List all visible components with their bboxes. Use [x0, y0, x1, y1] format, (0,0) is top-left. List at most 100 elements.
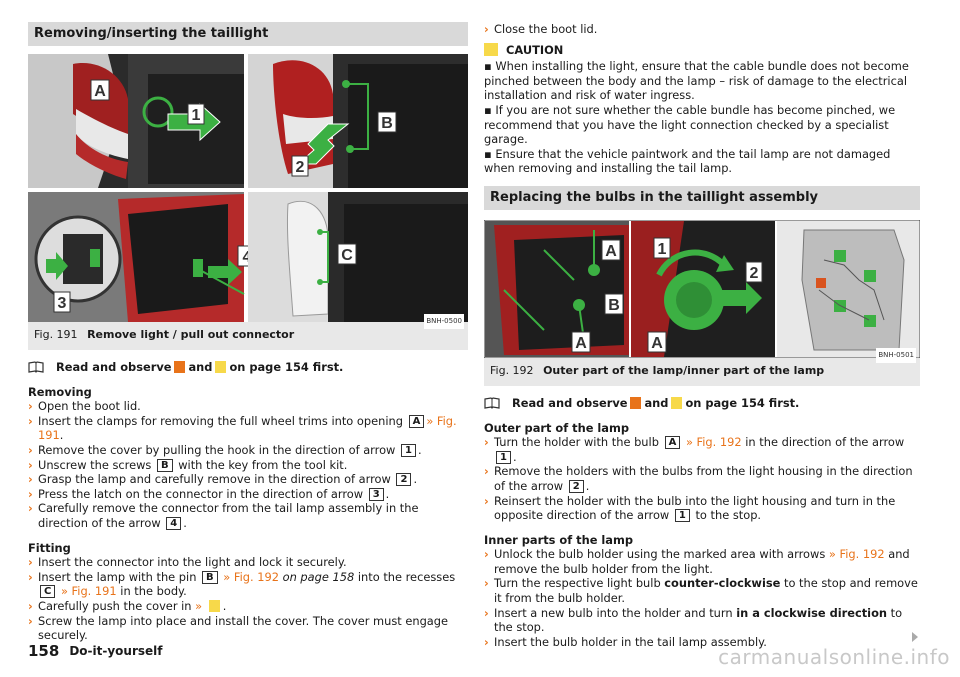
figure-191-illustration: A 1 B 2 — [28, 54, 468, 322]
svg-text:B: B — [381, 115, 393, 132]
caution-list: ▪ When installing the light, ensure that… — [484, 59, 920, 176]
read-and-observe-left: Read and observe and on page 154 first. — [28, 360, 468, 375]
label-4: 4 — [166, 516, 182, 530]
removing-steps: ›Open the boot lid. ›Insert the clamps f… — [28, 399, 468, 530]
panel-outer-lamp: A B A — [485, 220, 629, 357]
read-observe-page: on page 154 first. — [229, 360, 344, 374]
svg-text:A: A — [605, 243, 617, 260]
fig-link[interactable]: » Fig. 192 — [223, 569, 279, 584]
figure-192-code: BNH-0501 — [876, 347, 916, 363]
label-C: C — [40, 585, 56, 599]
chapter-title: Do-it-yourself — [69, 644, 163, 658]
fig-link[interactable]: » Fig. 191 — [38, 413, 457, 443]
label-1: 1 — [496, 450, 511, 464]
list-item: ›Open the boot lid. — [28, 399, 141, 414]
label-A: A — [408, 414, 425, 428]
page-ref: on page 158 — [282, 569, 355, 584]
svg-text:4: 4 — [243, 249, 252, 266]
caution-heading: CAUTION — [484, 43, 920, 58]
list-item: ›Close the boot lid. — [484, 22, 598, 36]
svg-text:A: A — [575, 335, 587, 352]
warning-icon[interactable] — [630, 397, 642, 410]
figure-191-number: Fig. 191 — [34, 328, 78, 341]
list-item: ›Remove the cover by pulling the hook in… — [28, 442, 422, 457]
figure-191-caption: Fig. 191 Remove light / pull out connect… — [28, 322, 468, 350]
section-title-taillight: Removing/inserting the taillight — [28, 22, 468, 46]
fig-link[interactable]: » Fig. 192 — [685, 435, 742, 450]
figure-192-number: Fig. 192 — [490, 363, 534, 377]
fig-link[interactable]: » Fig. 192 — [828, 547, 885, 562]
figure-192-caption: Fig. 192 Outer part of the lamp/inner pa… — [484, 357, 920, 386]
label-B: B — [156, 458, 173, 472]
panel-bulb-holder: 1 2 A — [631, 220, 775, 357]
inner-steps: ›Unlock the bulb holder using the marked… — [484, 547, 920, 649]
caution-item: ▪ If you are not sure whether the cable … — [484, 102, 896, 147]
section-title-bulbs: Replacing the bulbs in the taillight ass… — [484, 185, 920, 210]
caution-icon — [484, 43, 498, 57]
label-1: 1 — [674, 509, 690, 523]
figure-191: A 1 B 2 — [28, 54, 468, 352]
svg-text:A: A — [94, 83, 106, 100]
svg-text:C: C — [341, 247, 353, 264]
left-column: Removing/inserting the taillight A 1 — [28, 22, 468, 643]
label-1: 1 — [401, 443, 416, 457]
list-item: ›Insert the clamps for removing the full… — [28, 413, 457, 443]
figure-192-illustration: A B A 1 2 A — [484, 219, 920, 358]
list-item: ›Carefully remove the connector from the… — [28, 501, 419, 530]
figure-191-title: Remove light / pull out connector — [87, 328, 295, 341]
svg-text:A: A — [651, 335, 663, 352]
panel-unscrew: B 2 — [248, 54, 468, 188]
label-2: 2 — [568, 479, 584, 493]
panel-inner-lamp — [777, 220, 919, 357]
list-item: ›Insert the bulb holder in the tail lamp… — [484, 634, 767, 649]
svg-text:2: 2 — [750, 265, 759, 282]
outer-steps: ›Turn the holder with the bulb A » Fig. … — [484, 435, 920, 523]
caution-item: ▪ Ensure that the vehicle paintwork and … — [484, 146, 891, 176]
page-footer: 158 Do-it-yourself — [28, 644, 162, 659]
list-item: ›Insert the lamp with the pin B » Fig. 1… — [28, 569, 456, 599]
list-item: ›Insert the connector into the light and… — [28, 555, 347, 570]
figure-192: A B A 1 2 A — [484, 219, 920, 388]
panel-remove-cover: A 1 — [28, 54, 244, 188]
continue-arrow-icon — [912, 632, 918, 642]
book-icon — [484, 397, 500, 410]
label-3: 3 — [368, 487, 384, 501]
caution-icon[interactable] — [215, 361, 227, 374]
svg-text:3: 3 — [58, 295, 67, 312]
inner-title: Inner parts of the lamp — [484, 532, 634, 547]
page-number: 158 — [28, 642, 60, 660]
list-item: ›Press the latch on the connector in the… — [28, 486, 390, 501]
svg-text:1: 1 — [658, 241, 667, 258]
list-item: ›Remove the holders with the bulbs from … — [484, 464, 913, 493]
label-2: 2 — [396, 473, 412, 487]
list-item: ›Unscrew the screws B with the key from … — [28, 457, 348, 472]
list-item: ›Carefully push the cover in » . — [28, 598, 227, 613]
list-item: ›Turn the holder with the bulb A » Fig. … — [484, 435, 905, 464]
svg-text:1: 1 — [192, 107, 201, 124]
outer-title: Outer part of the lamp — [484, 420, 630, 435]
list-item: ›Unlock the bulb holder using the marked… — [484, 547, 910, 576]
caution-icon[interactable] — [671, 397, 683, 410]
svg-text:B: B — [608, 297, 620, 314]
label-B: B — [202, 570, 218, 584]
read-and-observe-right: Read and observe and on page 154 first. — [484, 396, 920, 411]
svg-text:2: 2 — [296, 159, 305, 176]
warning-icon[interactable] — [174, 361, 186, 374]
list-item: ›Reinsert the holder with the bulb into … — [484, 493, 896, 523]
panel-connector: 4 3 — [28, 192, 257, 322]
watermark: carmanualsonline.info — [718, 645, 950, 669]
warning-link[interactable]: » — [195, 598, 203, 613]
fitting-title: Fitting — [28, 540, 71, 555]
fig-link[interactable]: » Fig. 191 — [60, 584, 117, 599]
caution-icon[interactable] — [208, 599, 220, 612]
read-observe-and: and — [188, 360, 213, 374]
list-item: ›Grasp the lamp and carefully remove in … — [28, 472, 418, 487]
figure-191-code: BNH-0500 — [424, 314, 464, 329]
fitting-steps: ›Insert the connector into the light and… — [28, 555, 468, 643]
label-A: A — [664, 436, 681, 450]
list-item: ›Screw the lamp into place and install t… — [28, 613, 449, 643]
removing-title: Removing — [28, 384, 92, 399]
list-item: ›Turn the respective light bulb counter-… — [484, 576, 918, 606]
book-icon — [28, 361, 44, 374]
list-item: ›Insert a new bulb into the holder and t… — [484, 605, 903, 635]
